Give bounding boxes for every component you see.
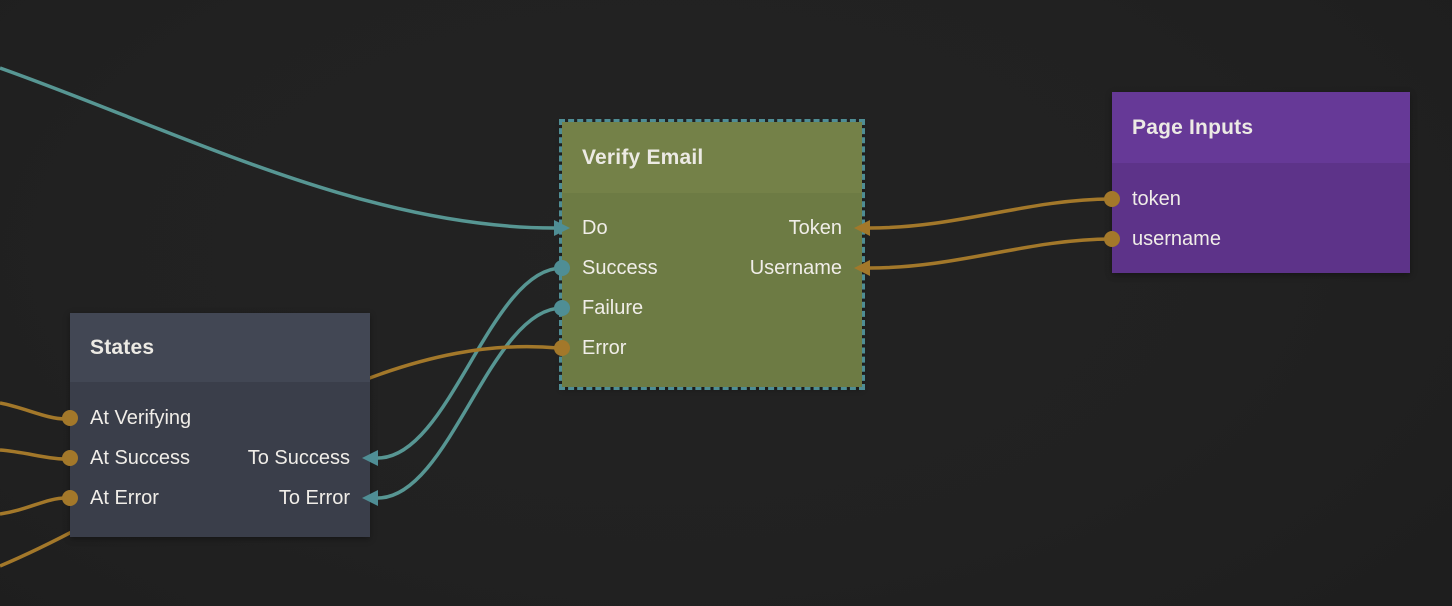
node-header[interactable]: States bbox=[70, 313, 370, 382]
port-label-to-error: To Error bbox=[278, 486, 350, 509]
port-row: At Success To Success bbox=[70, 438, 370, 478]
port-circle-success-icon[interactable] bbox=[554, 260, 570, 276]
node-states[interactable]: States At Verifying At Success To Succes… bbox=[62, 313, 378, 537]
port-label-at-success: At Success bbox=[90, 446, 191, 469]
wire-offcanvas-to-aterror[interactable] bbox=[0, 496, 67, 516]
port-row: At Error To Error bbox=[70, 478, 370, 518]
port-row: Do Token bbox=[562, 208, 862, 248]
port-label-token: Token bbox=[788, 216, 842, 239]
node-page-inputs[interactable]: Page Inputs token username bbox=[1104, 92, 1410, 273]
port-arrow-in-to-error-icon[interactable] bbox=[362, 490, 378, 506]
port-circle-failure-icon[interactable] bbox=[554, 300, 570, 316]
port-arrow-in-to-success-icon[interactable] bbox=[362, 450, 378, 466]
port-row: Failure bbox=[562, 288, 862, 328]
node-title: Verify Email bbox=[582, 145, 704, 169]
port-label-at-error: At Error bbox=[90, 486, 159, 509]
port-row: username bbox=[1112, 219, 1410, 259]
port-circle-username-icon[interactable] bbox=[1104, 231, 1120, 247]
wire-username-to-username[interactable] bbox=[869, 237, 1113, 270]
port-row: token bbox=[1112, 179, 1410, 219]
node-title: Page Inputs bbox=[1132, 115, 1254, 139]
port-arrow-in-username-icon[interactable] bbox=[854, 260, 870, 276]
port-circle-at-verifying-icon[interactable] bbox=[62, 410, 78, 426]
port-label-error: Error bbox=[582, 336, 627, 359]
wire-offcanvas-to-atsuccess[interactable] bbox=[0, 448, 67, 461]
wire-offcanvas-to-atverifying[interactable] bbox=[0, 401, 67, 421]
node-title: States bbox=[90, 335, 155, 359]
node-body: token username bbox=[1112, 163, 1410, 273]
node-verify-email[interactable]: Verify Email Do Token Success Username F… bbox=[554, 119, 870, 390]
port-arrow-in-do-icon[interactable] bbox=[554, 220, 570, 236]
port-circle-at-error-icon[interactable] bbox=[62, 490, 78, 506]
port-label-username: username bbox=[1132, 227, 1221, 250]
port-circle-token-icon[interactable] bbox=[1104, 191, 1120, 207]
port-circle-at-success-icon[interactable] bbox=[62, 450, 78, 466]
port-label-success: Success bbox=[582, 256, 658, 279]
wire-success-to-tosuccess[interactable] bbox=[377, 266, 563, 460]
node-body: At Verifying At Success To Success At Er… bbox=[70, 382, 370, 537]
port-row: Error bbox=[562, 328, 862, 368]
port-label-to-success: To Success bbox=[247, 446, 350, 469]
port-row: Success Username bbox=[562, 248, 862, 288]
wire-token-to-token[interactable] bbox=[869, 197, 1113, 230]
node-header[interactable]: Page Inputs bbox=[1112, 92, 1410, 163]
wire-failure-to-toerror[interactable] bbox=[377, 306, 563, 500]
port-label-at-verifying: At Verifying bbox=[90, 406, 192, 429]
port-label-do: Do bbox=[582, 216, 608, 239]
wire-offcanvas-to-do[interactable] bbox=[0, 66, 555, 230]
node-header[interactable]: Verify Email bbox=[562, 122, 862, 193]
port-label-failure: Failure bbox=[582, 296, 644, 319]
node-body: Do Token Success Username Failure Error bbox=[562, 193, 862, 387]
port-label-token: token bbox=[1132, 187, 1181, 210]
port-label-username: Username bbox=[749, 256, 842, 279]
port-circle-error-icon[interactable] bbox=[554, 340, 570, 356]
port-row: At Verifying bbox=[70, 398, 370, 438]
port-arrow-in-token-icon[interactable] bbox=[854, 220, 870, 236]
